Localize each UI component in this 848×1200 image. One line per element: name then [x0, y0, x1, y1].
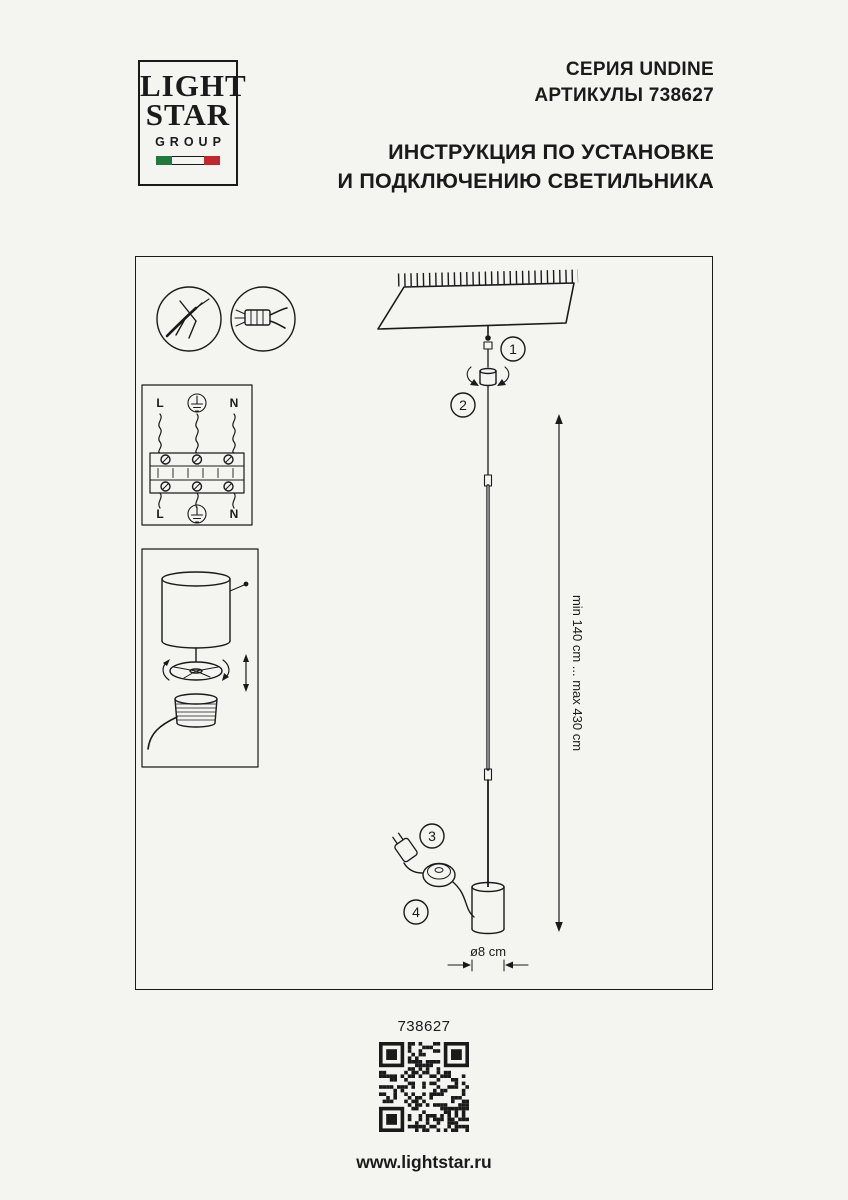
vertical-adjust-arrow — [243, 654, 249, 692]
footer-article-number: 738627 — [397, 1018, 451, 1035]
instruction-title: ИНСТРУКЦИЯ ПО УСТАНОВКЕ И ПОДКЛЮЧЕНИЮ СВ… — [338, 138, 714, 195]
wiring-l-bottom-label: L — [156, 507, 163, 521]
qr-code — [379, 1042, 469, 1132]
crimp-connector-icon — [230, 286, 296, 352]
lamp-cylinder — [471, 881, 505, 935]
instruction-title-line2: И ПОДКЛЮЧЕНИЮ СВЕТИЛЬНИКА — [337, 168, 714, 193]
instruction-title-line1: ИНСТРУКЦИЯ ПО УСТАНОВКЕ — [388, 140, 714, 165]
flag-red — [204, 155, 220, 165]
lightstar-logo: LIGHT STAR GROUP — [138, 60, 247, 186]
ground-icon-bottom — [187, 504, 207, 524]
installation-diagram: L N — [141, 269, 585, 972]
ceiling-hatch — [397, 269, 579, 287]
power-plug — [392, 832, 423, 874]
height-dimension: min 140 cm ... max 430 cm — [555, 414, 585, 932]
header-text: СЕРИЯ UNDINE АРТИКУЛЫ 738627 ИНСТРУКЦИЯ … — [338, 57, 714, 195]
ceiling-stud — [483, 325, 493, 368]
twist-connector — [466, 366, 510, 387]
shade-cylinder — [161, 571, 231, 649]
website-url: www.lightstar.ru — [356, 1152, 492, 1172]
step-2-badge: 2 — [450, 392, 476, 418]
foot-switch — [422, 862, 475, 918]
suspension-rod — [483, 385, 493, 888]
rotation-plate — [169, 661, 223, 681]
svg-text:2: 2 — [459, 397, 467, 413]
series-label: СЕРИЯ UNDINE — [565, 59, 714, 80]
step-3-badge: 3 — [419, 823, 445, 849]
logo-star: STAR — [145, 96, 231, 132]
main-assembly: 1 2 — [377, 269, 585, 972]
wiring-n-top-label: N — [230, 396, 239, 410]
logo-light: LIGHT — [140, 68, 247, 103]
wiring-l-top-label: L — [156, 396, 163, 410]
svg-text:4: 4 — [412, 904, 420, 920]
svg-text:min 140 cm ... max 430 cm: min 140 cm ... max 430 cm — [570, 595, 585, 751]
article-label: АРТИКУЛЫ 738627 — [534, 84, 714, 106]
canopy-detail-diagram — [141, 548, 259, 768]
flag-green — [156, 155, 172, 165]
terminal-block — [149, 452, 245, 494]
logo-group-label: GROUP — [155, 134, 226, 149]
ground-icon-top — [187, 393, 207, 413]
flag-white — [172, 155, 204, 165]
svg-text:ø8 cm: ø8 cm — [470, 944, 506, 959]
wire-strip-icon — [156, 286, 222, 352]
ceiling — [377, 282, 575, 330]
diameter-dimension: ø8 cm — [447, 944, 529, 972]
step-1-badge: 1 — [500, 336, 526, 362]
wiring-diagram: L N — [141, 384, 253, 526]
diagram-frame: L N — [135, 256, 713, 990]
wiring-n-bottom-label: N — [230, 507, 239, 521]
ceiling-cup — [174, 693, 218, 728]
svg-text:3: 3 — [428, 828, 436, 844]
step-4-badge: 4 — [403, 899, 429, 925]
italy-flag-icon — [156, 155, 220, 165]
svg-text:1: 1 — [509, 341, 517, 357]
